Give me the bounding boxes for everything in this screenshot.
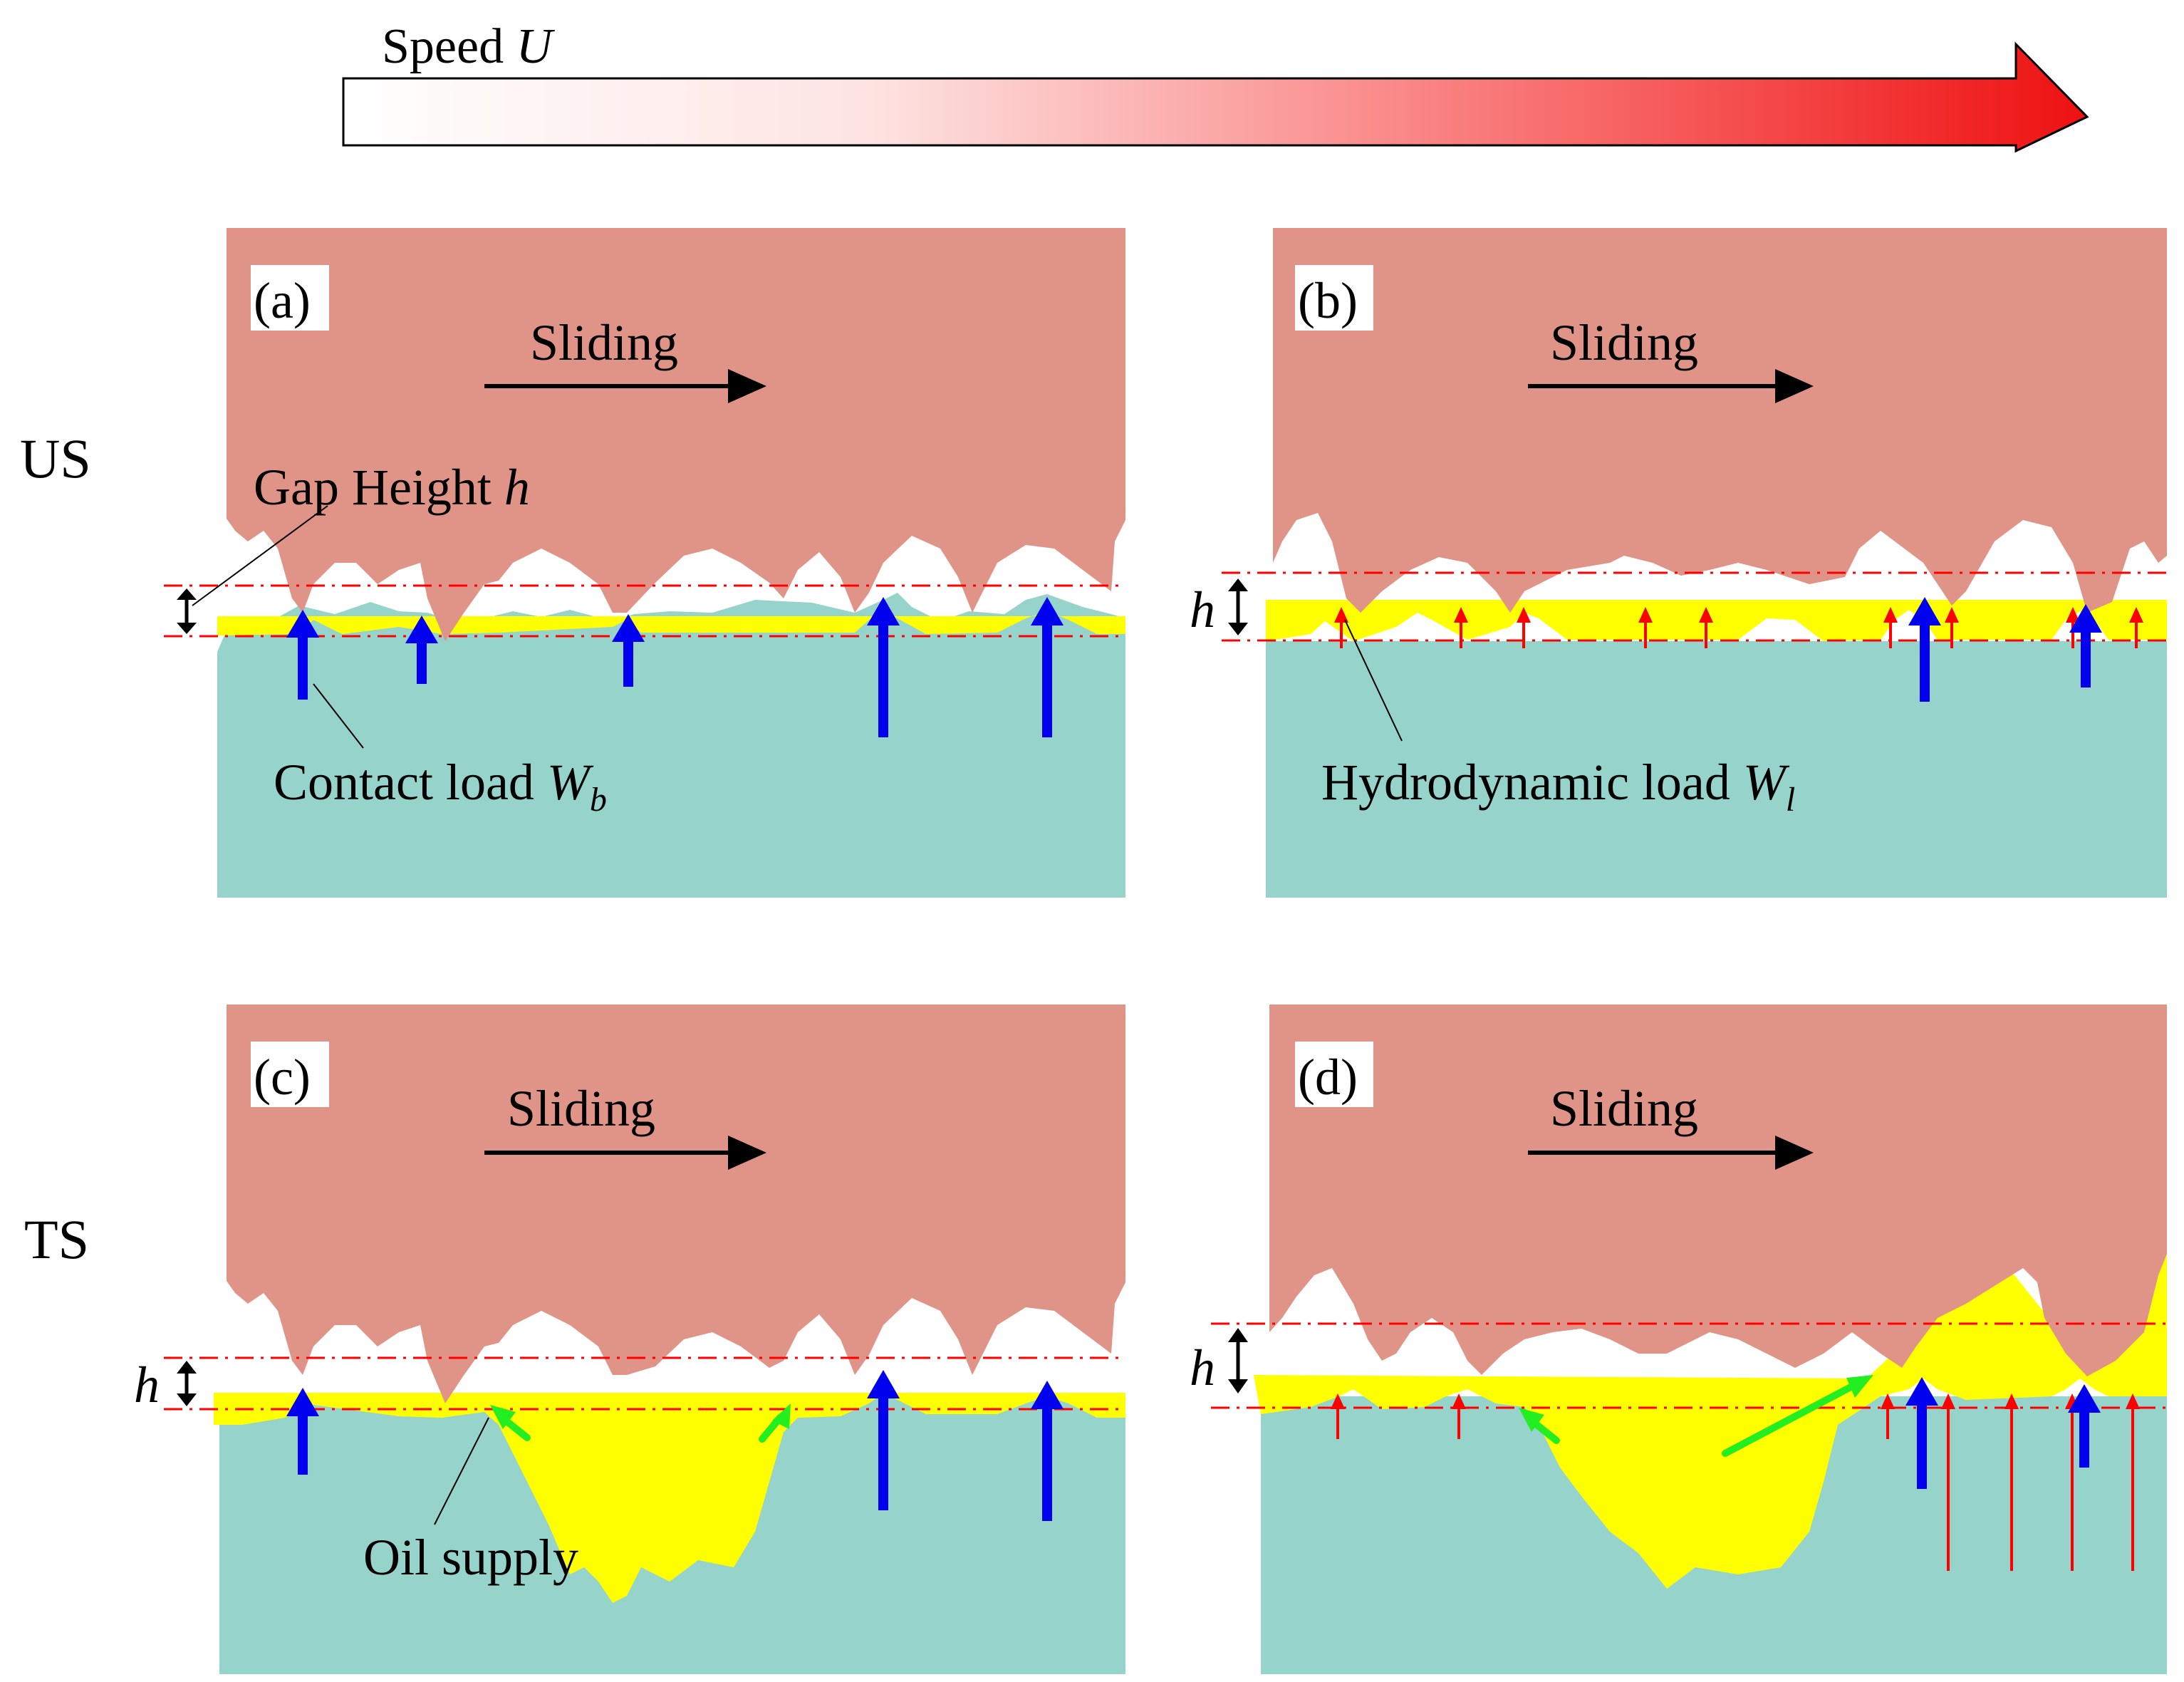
lower-surface <box>1266 652 2167 898</box>
oil-supply-label: Oil supply <box>363 1529 578 1586</box>
oil-flow-arrow <box>759 1403 791 1443</box>
oil-flow-arrows <box>1519 1375 1873 1457</box>
contact-load-leader-line <box>313 683 364 749</box>
oil-pocket-and-lubricant <box>214 1393 1125 1603</box>
panel-b: h Hydrodynamic load Wl (b) Sliding <box>1190 228 2167 898</box>
upper-surface <box>227 1004 1125 1403</box>
panel-c: h Oil supply (c) Sliding <box>134 1004 1125 1674</box>
contact-load-arrow <box>2068 1384 2101 1468</box>
oil-supply-leader-line <box>434 1417 489 1525</box>
contact-load-arrow <box>867 1370 900 1510</box>
gap-height-marker <box>1228 578 1248 635</box>
contact-load-arrow <box>1031 597 1064 737</box>
panel-d: h (d) Sliding <box>1190 1004 2167 1674</box>
gap-height-marker <box>177 1361 197 1406</box>
contact-load-label: Contact load Wb <box>274 754 607 819</box>
contact-load-arrows <box>286 597 1064 737</box>
hydrodynamic-load-arrow <box>1331 1393 1345 1439</box>
contact-load-arrow <box>286 1388 319 1475</box>
contact-load-arrows <box>286 1370 1064 1521</box>
gap-height-symbol: h <box>1190 1339 1215 1396</box>
hydrodynamic-load-arrow <box>2004 1393 2019 1571</box>
gap-height-marker <box>1228 1328 1248 1393</box>
row-label-us: US <box>20 427 91 489</box>
panel-tag-box <box>251 1042 329 1107</box>
hydrodynamic-load-arrow <box>1638 607 1653 648</box>
oil-flow-arrow <box>490 1405 531 1441</box>
hydrodynamic-load-arrow <box>1699 607 1713 648</box>
contact-load-arrows <box>1908 597 2102 702</box>
hydrodynamic-load-arrows <box>1334 607 2143 648</box>
contact-load-arrow <box>286 610 319 700</box>
speed-label: Speed U <box>382 19 556 74</box>
oil-flow-arrow <box>1722 1375 1873 1457</box>
hydrodynamic-load-arrow <box>1454 607 1468 648</box>
hydrodynamic-load-label: Hydrodynamic load Wl <box>1321 754 1795 819</box>
upper-surface <box>1269 1004 2167 1376</box>
sliding-label: Sliding <box>1550 314 1698 371</box>
panel-tag: (b) <box>1298 272 1358 329</box>
oil-flow-arrows <box>490 1403 791 1443</box>
lubricant-layer <box>1266 600 2167 641</box>
panel-tag: (d) <box>1298 1049 1358 1106</box>
contact-load-arrow <box>1031 1381 1064 1521</box>
gap-height-label: Gap Height h <box>254 459 530 516</box>
contact-load-arrow <box>1905 1377 1938 1489</box>
gap-height-marker <box>177 588 197 634</box>
hydrodynamic-load-arrow <box>2126 1393 2140 1571</box>
panel-tag-box <box>1295 1042 1373 1107</box>
panel-tag: (c) <box>254 1049 311 1106</box>
hydrodynamic-load-arrow <box>1945 607 1959 648</box>
panel-tag-box <box>251 265 329 331</box>
oil-pocket-and-lubricant <box>1254 1240 2167 1589</box>
panel-a: Gap Height h Contact load Wb (a) Sliding <box>164 228 1125 898</box>
contact-load-arrow <box>2069 604 2102 687</box>
row-label-ts: TS <box>24 1208 89 1270</box>
speed-arrow: Speed U <box>342 19 2089 153</box>
gap-height-symbol: h <box>134 1356 160 1413</box>
hydrodynamic-load-arrow <box>1517 607 1531 648</box>
gap-height-leader-line <box>192 505 328 606</box>
hydrodynamic-load-arrow <box>2066 607 2080 648</box>
upper-surface <box>227 228 1125 641</box>
contact-load-arrow <box>1908 597 1941 702</box>
sliding-label: Sliding <box>1550 1080 1698 1137</box>
hydrodynamic-load-arrow <box>2129 607 2143 648</box>
hydrodynamic-load-arrow <box>1941 1393 1955 1571</box>
panel-tag-box <box>1295 265 1373 331</box>
oil-flow-arrow <box>1519 1408 1560 1444</box>
lower-surface <box>217 652 1125 898</box>
hydrodynamic-load-leader-line <box>1344 619 1403 742</box>
gap-height-symbol: h <box>1190 581 1215 638</box>
upper-surface <box>1273 228 2167 613</box>
hydrodynamic-load-arrow <box>1883 607 1898 648</box>
hydrodynamic-load-arrow <box>1452 1393 1466 1439</box>
contact-load-arrow <box>405 616 438 684</box>
sliding-label: Sliding <box>507 1080 655 1137</box>
panel-tag: (a) <box>254 272 311 329</box>
hydrodynamic-load-arrows <box>1331 1393 2140 1571</box>
sliding-label: Sliding <box>530 314 678 371</box>
hydrodynamic-load-arrow <box>1334 607 1348 648</box>
contact-load-arrows <box>1905 1377 2101 1489</box>
contact-load-arrow <box>612 614 645 687</box>
hydrodynamic-load-arrow <box>1881 1393 1895 1439</box>
contact-load-arrow <box>867 597 900 737</box>
